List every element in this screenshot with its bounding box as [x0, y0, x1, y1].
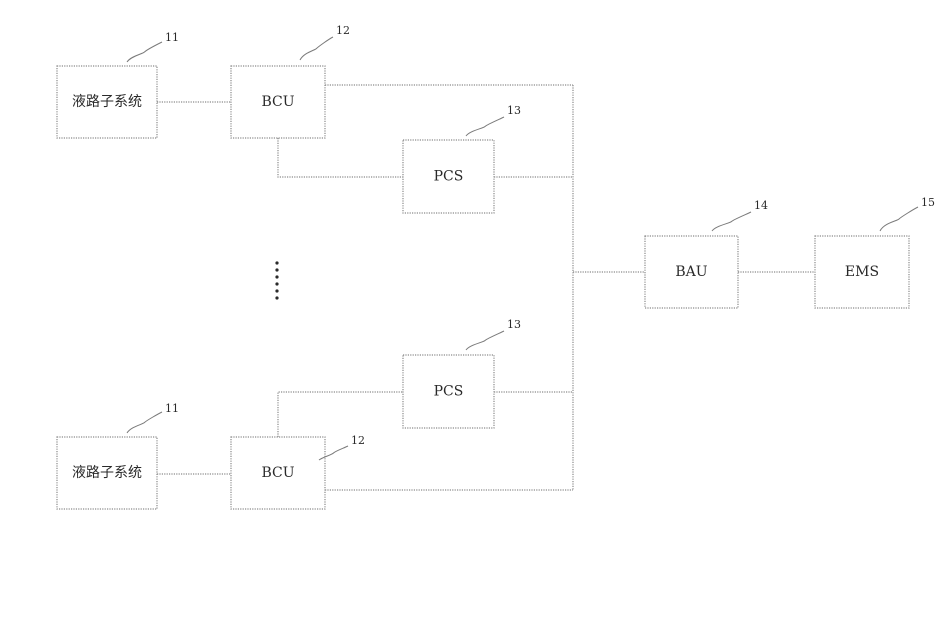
node-label: 液路子系统: [72, 465, 142, 481]
ellipsis-dot: [275, 268, 278, 271]
node-pcs_bottom: PCS: [403, 355, 494, 428]
diagram-nodes: 液路子系统 BCU PCS BAU EMS PCS 液路子系统 BCU: [57, 66, 909, 509]
ref-numeral: 15: [921, 196, 935, 209]
ref-numeral: 11: [165, 31, 179, 44]
node-label: PCS: [434, 384, 464, 400]
ellipsis-dot: [275, 275, 278, 278]
node-label: EMS: [845, 264, 879, 280]
node-bcu_top: BCU: [231, 66, 325, 138]
node-ems: EMS: [815, 236, 909, 308]
ref-numeral: 14: [754, 199, 768, 212]
ref-leader: [466, 331, 504, 350]
ref-numeral: 11: [165, 402, 179, 415]
node-bcu_bottom: BCU: [231, 437, 325, 509]
ref-numeral: 13: [507, 104, 521, 117]
ref-leader: [712, 212, 751, 231]
ellipsis-dot: [275, 289, 278, 292]
ref-numeral: 13: [507, 318, 521, 331]
ref-leader: [880, 207, 918, 231]
ref-leader: [127, 412, 162, 433]
ref-leader: [466, 117, 504, 136]
node-bau: BAU: [645, 236, 738, 308]
node-label: BAU: [675, 264, 707, 280]
connector-bcu_bottom-to-pcs_bottom: [278, 392, 403, 437]
ref-numeral: 12: [336, 24, 350, 37]
node-label: PCS: [434, 169, 464, 185]
node-label: BCU: [261, 94, 294, 110]
ref-leader: [300, 37, 333, 60]
ref-leader: [127, 42, 162, 62]
connector-bcu_top-to-pcs_top: [278, 138, 403, 177]
node-pcs_top: PCS: [403, 140, 494, 213]
ellipsis-dot: [275, 296, 278, 299]
ref-numeral: 12: [351, 434, 365, 447]
ellipsis-dots: [275, 261, 278, 299]
node-liquid_bottom: 液路子系统: [57, 437, 157, 509]
node-label: BCU: [261, 465, 294, 481]
ellipsis-dot: [275, 261, 278, 264]
node-liquid_top: 液路子系统: [57, 66, 157, 138]
ellipsis-dot: [275, 282, 278, 285]
node-label: 液路子系统: [72, 94, 142, 110]
